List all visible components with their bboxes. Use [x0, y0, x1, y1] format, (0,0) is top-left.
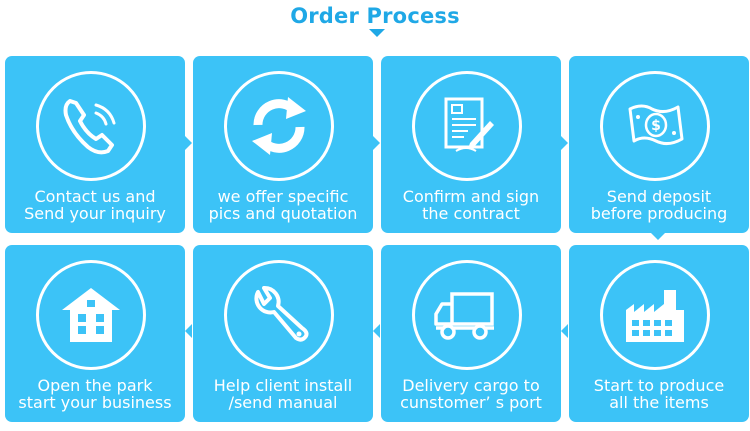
step-label: we offer specific pics and quotation — [208, 187, 358, 223]
step-card-deposit: $ Send deposit before producing — [569, 56, 749, 233]
step-icon-circle — [412, 71, 522, 181]
step-card-open-park: Open the park start your business — [5, 245, 185, 422]
flow-arrow-left — [561, 324, 568, 338]
factory-icon — [626, 290, 684, 342]
step-icon-circle — [36, 71, 146, 181]
phone-icon — [63, 99, 116, 155]
step-card-install: Help client install /send manual — [193, 245, 373, 422]
step-card-contact: Contact us and Send your inquiry — [5, 56, 185, 233]
step-label: Start to produce all the items — [593, 376, 725, 412]
refresh-icon — [252, 97, 306, 155]
step-card-produce: Start to produce all the items — [569, 245, 749, 422]
step-label: Send deposit before producing — [590, 187, 728, 223]
wrench-icon — [254, 286, 309, 342]
step-label: Help client install /send manual — [213, 376, 353, 412]
page-title: Order Process — [290, 4, 460, 28]
house-icon — [62, 288, 120, 342]
contract-sign-icon — [444, 97, 494, 152]
step-card-delivery: Delivery cargo to cunstomer’ s port — [381, 245, 561, 422]
flow-arrow-left — [185, 324, 192, 338]
step-label: Open the park start your business — [18, 376, 172, 412]
step-icon-circle — [36, 260, 146, 370]
step-label: Contact us and Send your inquiry — [24, 187, 166, 223]
flow-arrow-right — [373, 136, 380, 150]
step-card-contract: Confirm and sign the contract — [381, 56, 561, 233]
step-label: Delivery cargo to cunstomer’ s port — [400, 376, 542, 412]
title-caret — [369, 29, 385, 37]
flow-arrow-right — [561, 136, 568, 150]
step-icon-circle — [600, 260, 710, 370]
step-icon-circle — [224, 71, 334, 181]
step-icon-circle — [224, 260, 334, 370]
money-deposit-icon: $ — [628, 104, 684, 146]
step-icon-circle — [412, 260, 522, 370]
step-icon-circle: $ — [600, 71, 710, 181]
flow-arrow-left — [373, 324, 380, 338]
step-label: Confirm and sign the contract — [402, 187, 540, 223]
delivery-truck-icon — [434, 292, 494, 340]
step-card-quotation: we offer specific pics and quotation — [193, 56, 373, 233]
svg-text:$: $ — [651, 118, 661, 134]
flow-arrow-down — [651, 233, 665, 240]
flow-arrow-right — [185, 136, 192, 150]
